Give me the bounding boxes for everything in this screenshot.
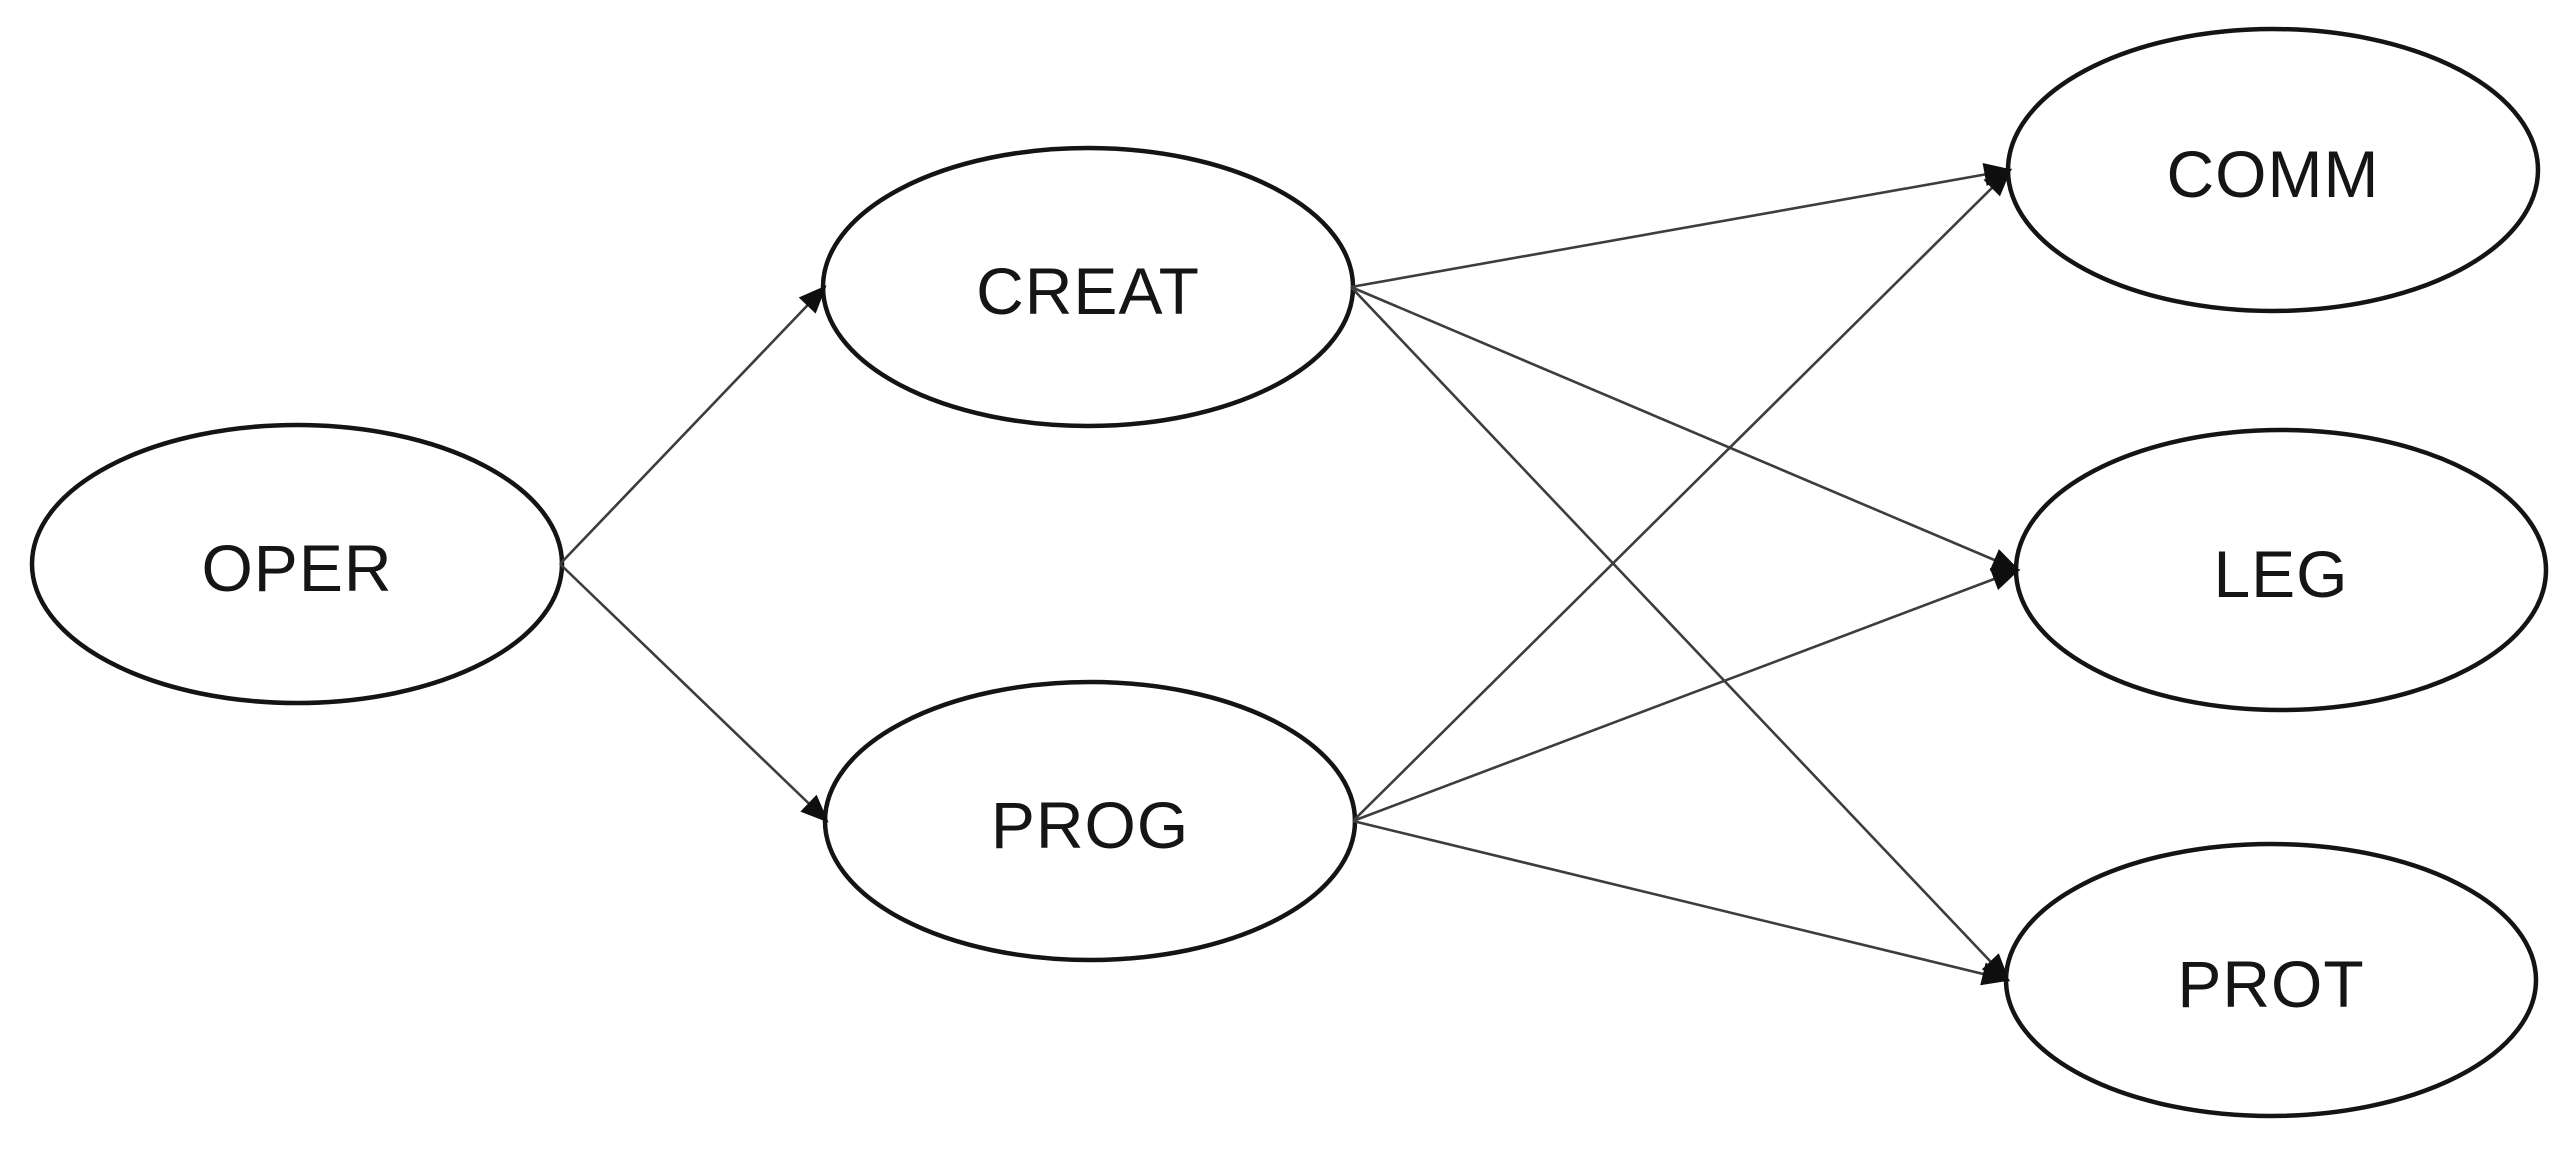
edge-prog-leg — [1352, 568, 2021, 823]
edge-creat-leg — [1350, 285, 2021, 572]
node-leg: LEG — [2013, 427, 2549, 713]
node-prog: PROG — [822, 679, 1358, 963]
node-comm: COMM — [2005, 26, 2541, 314]
node-prot: PROT — [2003, 841, 2539, 1119]
node-creat: CREAT — [820, 145, 1356, 429]
node-oper-label: OPER — [201, 531, 392, 605]
node-creat-label: CREAT — [976, 254, 1200, 328]
node-leg-label: LEG — [2213, 537, 2348, 611]
edge-prog-prot — [1352, 819, 2011, 986]
edge-layer — [559, 162, 2021, 986]
edge-creat-prot — [1350, 286, 2010, 982]
node-prot-label: PROT — [2177, 947, 2364, 1021]
node-oper: OPER — [29, 422, 565, 706]
node-comm-label: COMM — [2167, 137, 2380, 211]
edge-oper-creat — [559, 285, 827, 565]
edge-prog-comm — [1352, 168, 2012, 822]
node-prog-label: PROG — [991, 788, 1189, 862]
node-oper-ellipse — [29, 422, 565, 706]
edge-oper-prog — [559, 563, 829, 823]
edge-creat-comm — [1350, 162, 2013, 289]
